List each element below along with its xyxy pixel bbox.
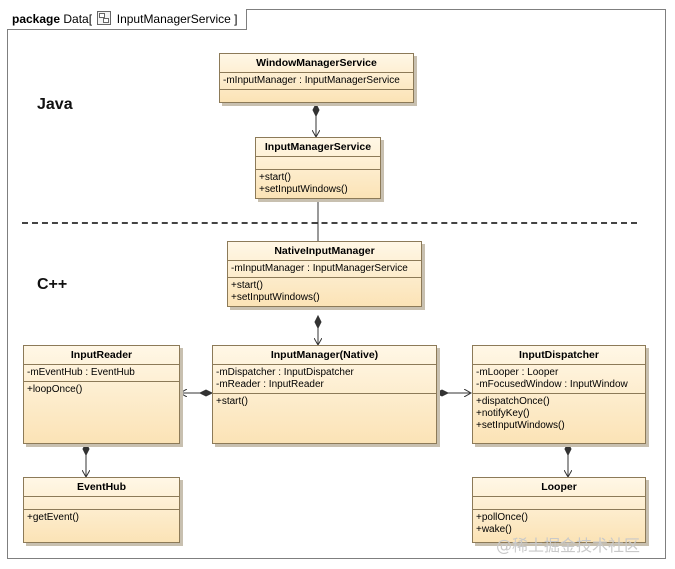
attributes-section: -mInputManager : InputManagerService [220, 73, 413, 90]
operation: +notifyKey() [476, 408, 530, 419]
operations-section: +dispatchOnce() +notifyKey() +setInputWi… [473, 394, 645, 434]
operation: +setInputWindows() [259, 184, 348, 195]
class-name: EventHub [24, 478, 179, 497]
attributes-section: -mDispatcher : InputDispatcher -mReader … [213, 365, 436, 394]
attribute: -mLooper : Looper [476, 367, 559, 378]
operation: +start() [216, 396, 248, 407]
cpp-label: C++ [37, 276, 68, 293]
operation: +setInputWindows() [231, 292, 320, 303]
reader-to-eventhub-diamond [82, 441, 90, 457]
class-name: InputManagerService [256, 138, 380, 157]
package-tab: package Data[ InputManagerService ] [7, 9, 247, 30]
operation: +getEvent() [27, 512, 79, 523]
attribute: -mFocusedWindow : InputWindow [476, 379, 628, 390]
class-name: Looper [473, 478, 645, 497]
wms-to-ims-diamond [312, 102, 320, 118]
class-native-input-manager[interactable]: NativeInputManager -mInputManager : Inpu… [227, 241, 422, 307]
operation: +pollOnce() [476, 512, 528, 523]
operation: +loopOnce() [27, 384, 83, 395]
attributes-section [256, 157, 380, 170]
operation: +wake() [476, 524, 512, 535]
attribute: -mDispatcher : InputDispatcher [216, 367, 354, 378]
java-cpp-divider [22, 222, 637, 224]
im-to-reader-diamond [198, 389, 214, 397]
class-input-reader[interactable]: InputReader -mEventHub : EventHub +loopO… [23, 345, 180, 444]
operations-section: +start() +setInputWindows() [256, 170, 380, 198]
package-name: Data[ [63, 12, 93, 26]
class-looper[interactable]: Looper +pollOnce() +wake() [472, 477, 646, 543]
class-name: InputReader [24, 346, 179, 365]
class-diagram-icon [97, 11, 112, 25]
attributes-section: -mInputManager : InputManagerService [228, 261, 421, 278]
attributes-section: -mEventHub : EventHub [24, 365, 179, 382]
package-keyword: package [12, 12, 61, 26]
operations-section: +loopOnce() [24, 382, 179, 398]
operation: +start() [231, 280, 263, 291]
operations-section: +start() +setInputWindows() [228, 278, 421, 306]
package-element-name: InputManagerService [116, 12, 231, 26]
package-close-bracket: ] [234, 12, 238, 26]
operations-section: +start() [213, 394, 436, 410]
attributes-section: -mLooper : Looper -mFocusedWindow : Inpu… [473, 365, 645, 394]
class-input-manager-native[interactable]: InputManager(Native) -mDispatcher : Inpu… [212, 345, 437, 444]
operations-section: +pollOnce() +wake() [473, 510, 645, 538]
im-to-dispatcher-diamond [434, 389, 450, 397]
operation: +start() [259, 172, 291, 183]
operation: +setInputWindows() [476, 420, 565, 431]
attribute: -mEventHub : EventHub [27, 367, 135, 378]
watermark: @稀土掘金技术社区 [496, 536, 641, 555]
class-name: InputDispatcher [473, 346, 645, 365]
attribute: -mReader : InputReader [216, 379, 324, 390]
attribute: -mInputManager : InputManagerService [231, 263, 408, 274]
class-name: WindowManagerService [220, 54, 413, 73]
operations-section: +getEvent() [24, 510, 179, 526]
attributes-section [24, 497, 179, 510]
operations-section [220, 90, 413, 102]
attribute: -mInputManager : InputManagerService [223, 75, 400, 86]
class-name: InputManager(Native) [213, 346, 436, 365]
class-input-dispatcher[interactable]: InputDispatcher -mLooper : Looper -mFocu… [472, 345, 646, 444]
operation: +dispatchOnce() [476, 396, 550, 407]
class-window-manager-service[interactable]: WindowManagerService -mInputManager : In… [219, 53, 414, 103]
class-event-hub[interactable]: EventHub +getEvent() [23, 477, 180, 543]
class-name: NativeInputManager [228, 242, 421, 261]
attributes-section [473, 497, 645, 510]
dispatcher-to-looper-diamond [564, 441, 572, 457]
java-label: Java [37, 96, 73, 113]
nim-to-im-diamond [314, 314, 322, 330]
class-input-manager-service[interactable]: InputManagerService +start() +setInputWi… [255, 137, 381, 199]
